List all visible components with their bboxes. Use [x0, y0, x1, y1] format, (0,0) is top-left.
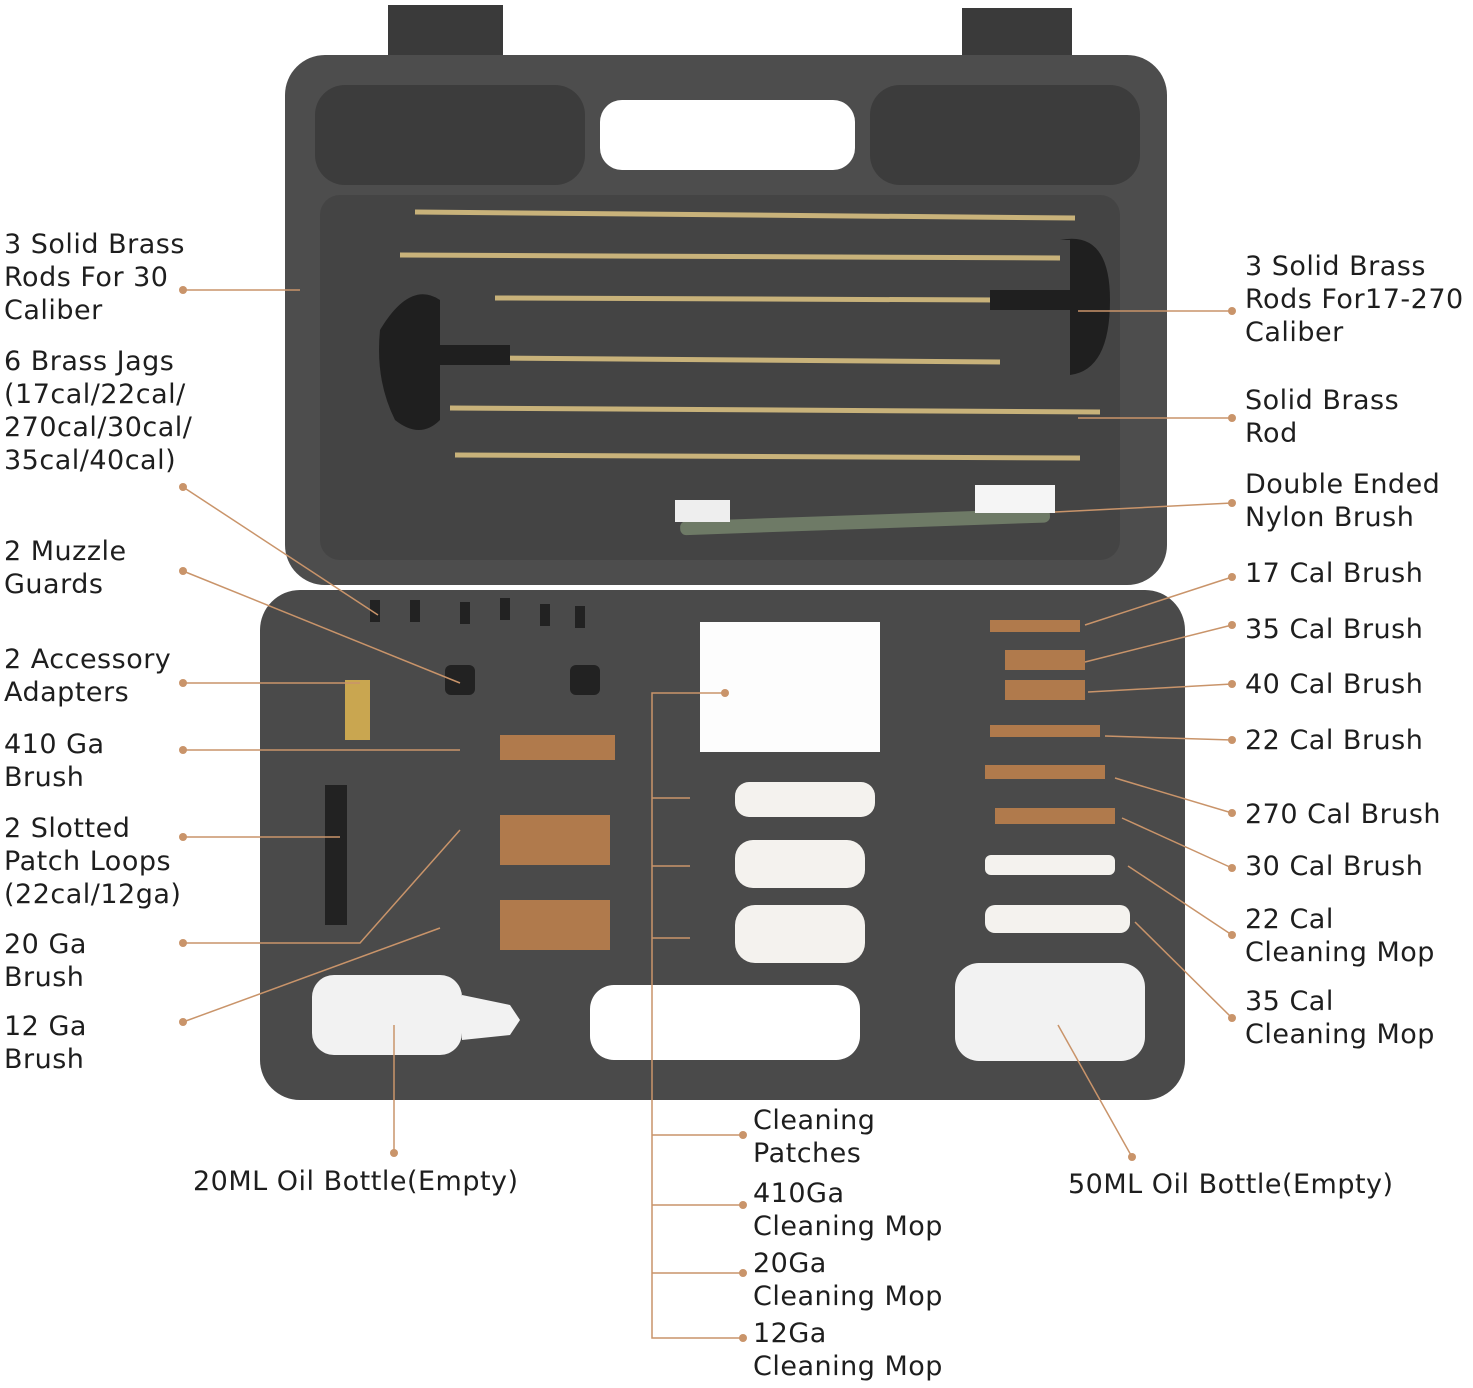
case-base — [260, 590, 1185, 1100]
case-base-handle-opening — [590, 985, 860, 1060]
label-50ml-bottle: 50ML Oil Bottle(Empty) — [1068, 1169, 1394, 1200]
leader-lines — [182, 289, 1233, 1339]
leader-dots — [179, 286, 1236, 1342]
label-patch-loops: 2 Slotted Patch Loops (22cal/12ga) — [4, 813, 182, 910]
bronze-brushes — [500, 620, 1115, 950]
label-20ga-mop: 20Ga Cleaning Mop — [753, 1248, 943, 1312]
label-rods-17-270: 3 Solid Brass Rods For17-270 Caliber — [1245, 251, 1464, 348]
label-22cal-mop: 22 Cal Cleaning Mop — [1245, 904, 1435, 968]
jags — [370, 598, 600, 695]
t-handles — [379, 238, 1110, 430]
patch-loops — [325, 785, 347, 925]
label-12ga-mop: 12Ga Cleaning Mop — [753, 1318, 943, 1382]
label-nylon-brush: Double Ended Nylon Brush — [1245, 469, 1441, 533]
label-17cal-brush: 17 Cal Brush — [1245, 558, 1424, 589]
label-20ga-brush: 20 Ga Brush — [4, 929, 87, 993]
case-lid — [285, 5, 1167, 585]
case-handle-opening — [600, 100, 855, 170]
label-rods-30: 3 Solid Brass Rods For 30 Caliber — [4, 229, 185, 326]
label-410ga-mop: 410Ga Cleaning Mop — [753, 1178, 943, 1242]
brass-rods — [399, 209, 1101, 461]
label-270cal-brush: 270 Cal Brush — [1245, 799, 1442, 830]
label-40cal-brush: 40 Cal Brush — [1245, 669, 1424, 700]
label-20ml-bottle: 20ML Oil Bottle(Empty) — [193, 1166, 519, 1197]
cleaning-patches — [700, 622, 880, 752]
label-12ga-brush: 12 Ga Brush — [4, 1011, 87, 1075]
oil-bottles — [312, 963, 1145, 1061]
label-solid-brass-rod: Solid Brass Rod — [1245, 385, 1400, 449]
label-22cal-brush: 22 Cal Brush — [1245, 725, 1424, 756]
label-muzzle-guards: 2 Muzzle Guards — [4, 536, 127, 600]
label-30cal-brush: 30 Cal Brush — [1245, 851, 1424, 882]
label-410ga-brush: 410 Ga Brush — [4, 729, 105, 793]
accessory-adapter — [345, 680, 370, 740]
cotton-mops — [735, 782, 1130, 963]
label-35cal-brush: 35 Cal Brush — [1245, 614, 1424, 645]
label-cleaning-patches: Cleaning Patches — [753, 1105, 876, 1169]
nylon-brush — [675, 485, 1055, 536]
label-accessory-adapters: 2 Accessory Adapters — [4, 644, 172, 708]
label-35cal-mop: 35 Cal Cleaning Mop — [1245, 986, 1435, 1050]
label-brass-jags: 6 Brass Jags (17cal/22cal/ 270cal/30cal/… — [4, 346, 193, 476]
